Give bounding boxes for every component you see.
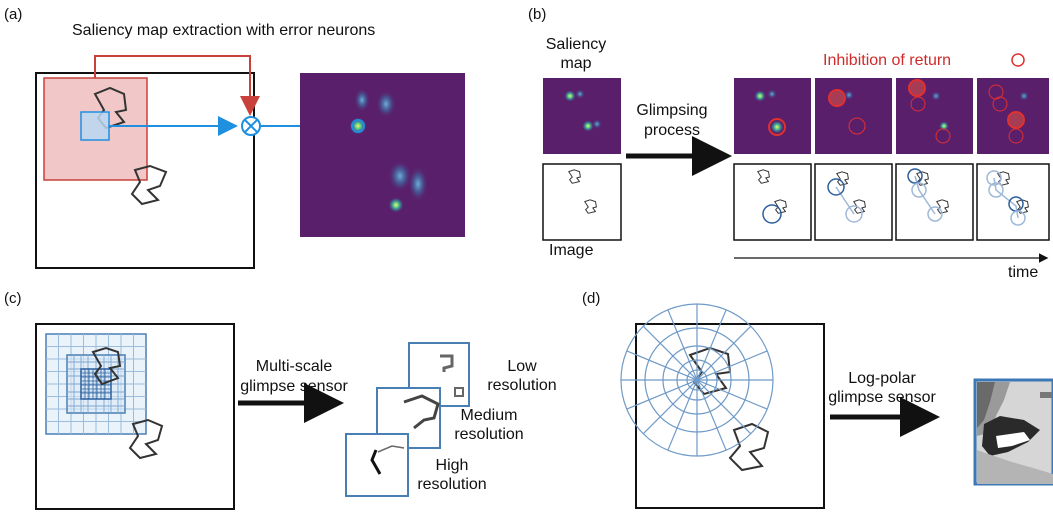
medium-resolution-label-line1: Medium — [460, 407, 518, 424]
time-step-2 — [814, 78, 893, 241]
ior-legend-circle-icon — [1011, 53, 1025, 67]
time-step-1 — [733, 78, 812, 241]
image-label: Image — [549, 242, 594, 259]
multiply-operator-icon — [241, 116, 261, 136]
panel-b-graphics — [542, 53, 1050, 263]
input-image-frame-d — [635, 323, 825, 509]
panel-a-title: Saliency map extraction with error neuro… — [72, 22, 376, 39]
panel-a-label: (a) — [4, 6, 23, 23]
low-resolution-label-line2: resolution — [487, 377, 557, 394]
high-resolution-label-line1: High — [435, 457, 469, 474]
panel-a-graphics — [35, 55, 465, 269]
error-feedback-arrow — [94, 55, 260, 116]
panel-d-label: (d) — [582, 290, 601, 307]
log-polar-sensor-label-line1: Log-polar — [848, 370, 916, 387]
panel-b-label: (b) — [528, 6, 547, 23]
digit-shape-bottom-d — [728, 422, 770, 472]
digit-shape-bottom-c — [128, 418, 164, 460]
digit-shape-bottom — [130, 164, 168, 206]
saliency-map-small — [543, 78, 621, 154]
time-step-4 — [976, 78, 1050, 241]
multi-scale-grid — [45, 333, 147, 435]
glimpse-patch-box — [80, 111, 110, 141]
panel-c-label: (c) — [4, 290, 22, 307]
high-resolution-patch — [345, 433, 409, 497]
log-polar-output-patch — [973, 378, 1053, 486]
panel-c-graphics — [35, 323, 470, 510]
medium-resolution-label-line2: resolution — [454, 426, 524, 443]
saliency-map-label-line2: map — [560, 55, 592, 72]
inhibition-of-return-label: Inhibition of return — [823, 52, 952, 69]
saliency-map-label-line1: Saliency — [545, 36, 607, 53]
glimpsing-process-label-line2: process — [643, 122, 701, 139]
image-small — [542, 163, 622, 241]
log-polar-grid — [620, 303, 774, 457]
low-resolution-label-line1: Low — [507, 358, 537, 375]
high-resolution-label-line2: resolution — [417, 476, 487, 493]
panel-d-graphics — [620, 303, 1053, 509]
digit-shape-top-c — [91, 346, 122, 386]
glimpsing-process-label-line1: Glimpsing — [636, 102, 708, 119]
glimpse-location-marker — [351, 119, 365, 133]
time-step-3 — [895, 78, 974, 241]
time-label: time — [1008, 264, 1039, 281]
multi-scale-sensor-label-line1: Multi-scale — [255, 358, 333, 375]
